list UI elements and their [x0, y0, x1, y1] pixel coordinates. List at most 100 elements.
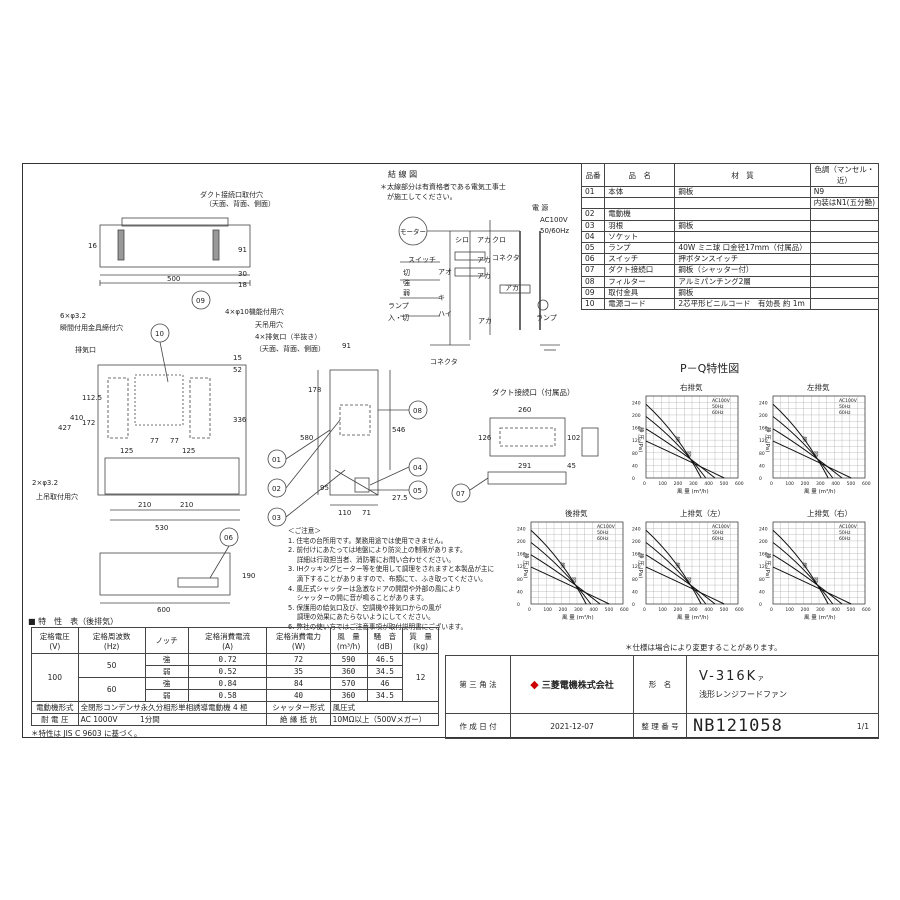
- spec-withstand-label: 耐 電 圧: [31, 713, 79, 726]
- pq-x-tick: 0: [643, 607, 646, 613]
- pq-x-tick: 400: [704, 481, 713, 487]
- spec-air: 570: [329, 677, 368, 690]
- spec-motor-label: 電動機形式: [31, 701, 79, 714]
- spec-shutter-value: 風圧式: [329, 701, 440, 714]
- pq-ylabel: 静 圧 (Pa): [764, 427, 772, 452]
- front-annot-1: 6×φ3.2: [60, 312, 86, 320]
- pq-legend: AC100V: [712, 398, 731, 404]
- dim-top-h1: 16: [88, 242, 97, 250]
- wire-6: クロ: [492, 236, 506, 244]
- parts-cell-material: 押ボタンスイッチ: [674, 253, 811, 266]
- lamp-onoff-label: 入・切: [388, 314, 409, 322]
- front-annot-5: 天吊用穴: [255, 320, 283, 329]
- pq-y-tick: 160: [632, 552, 641, 558]
- spec-table: 定格電圧 (V) 定格周波数 (Hz) ノッチ 定格消費電流 (A) 定格消費電…: [31, 627, 440, 726]
- pq-legend: 60Hz: [839, 410, 851, 416]
- switch-off-label: 切: [403, 269, 410, 277]
- wiring-note-2: が施工してください。: [380, 192, 457, 201]
- dim-top-width: 500: [167, 275, 180, 283]
- pq-curve: [645, 566, 725, 605]
- spec-noise: 34.5: [366, 689, 404, 702]
- pq-y-tick: 120: [632, 564, 641, 570]
- company-logo-icon: ◆: [530, 678, 539, 691]
- spec-mass: 12: [402, 653, 439, 702]
- spec-notch: 弱: [144, 665, 189, 678]
- pq-chart-title: 右排気: [680, 382, 703, 392]
- parts-cell-no: 10: [580, 297, 606, 311]
- spec-row: 弱 0.52 35 360 34.5: [32, 665, 439, 678]
- pq-xlabel: 風 量 (m³/h): [804, 488, 836, 495]
- parts-cell-no: 07: [580, 264, 606, 277]
- pq-curve: [645, 403, 702, 479]
- note-line: 5. 保護用の給気口及び、空調機や排気口からの風が: [288, 603, 442, 612]
- pq-x-tick: 600: [620, 607, 629, 613]
- pq-x-tick: 500: [847, 481, 856, 487]
- pq-x-tick: 300: [689, 607, 698, 613]
- pq-y-tick: 0: [759, 602, 762, 608]
- parts-cell-material: 鋼板（シャッター付）: [674, 264, 811, 277]
- pq-legend: 50Hz: [712, 530, 724, 536]
- wire-9: アカ: [477, 272, 491, 280]
- spec-air: 360: [329, 665, 368, 678]
- pq-x-tick: 300: [816, 481, 825, 487]
- notes-title: ＜ご注意＞: [288, 527, 321, 535]
- pq-y-tick: 80: [632, 451, 638, 457]
- dim-front-2: 410: [70, 414, 83, 422]
- parts-cell-color: [809, 208, 880, 221]
- parts-cell-material: 鋼板: [674, 286, 811, 299]
- spec-motor-row: 電動機形式 全閉形コンデンサ永久分相形単相誘導電動機 4 極 シャッター形式 風…: [31, 701, 440, 714]
- parts-cell-color: [809, 286, 880, 299]
- pq-y-tick: 240: [632, 400, 641, 406]
- top-annot-2: （天面、背面、側面）: [205, 199, 275, 208]
- wire-1: シロ: [455, 236, 469, 244]
- pq-y-tick: 240: [517, 526, 526, 532]
- spec-withstand-value: AC 1000V 1分間: [77, 713, 268, 726]
- spec-h-watt: 定格消費電力 (W): [266, 627, 331, 654]
- duct-top-view: [489, 417, 566, 457]
- pq-y-tick: 160: [632, 426, 641, 432]
- parts-cell-name: 取付金具: [604, 286, 676, 299]
- pq-x-tick: 100: [543, 607, 552, 613]
- date-label: 作 成 日 付: [445, 713, 511, 739]
- spec-voltage: 100: [31, 653, 79, 702]
- parts-cell-name: 電動機: [604, 208, 676, 221]
- pq-y-tick: 120: [632, 438, 641, 444]
- pq-y-tick: 240: [759, 526, 768, 532]
- notes: ＜ご注意＞ 1. 住宅の台所用です。業務用途では使用できません。2. 前付けにあ…: [288, 527, 494, 633]
- dim-top-h4: 18: [238, 281, 247, 289]
- pq-x-tick: 500: [605, 607, 614, 613]
- company-cell: ◆ 三菱電機株式会社: [510, 655, 634, 714]
- pq-frame: [645, 395, 739, 479]
- pq-x-tick: 200: [801, 607, 810, 613]
- parts-cell-color: N9: [809, 185, 880, 199]
- front-annot-6: 4×排気口（半抜き）: [255, 332, 321, 341]
- spec-watt: 84: [266, 677, 331, 690]
- front-annot-4: 4×φ10機能付用穴: [225, 307, 284, 316]
- note-line: 1. 住宅の台所用です。業務用途では使用できません。: [288, 536, 448, 545]
- pq-curve-label: 強: [802, 436, 807, 443]
- pq-frame: [530, 521, 624, 605]
- dim-front-11: 52: [233, 366, 242, 374]
- pq-x-tick: 400: [589, 607, 598, 613]
- wire-8: コネクタ: [492, 253, 520, 262]
- spec-amp: 0.72: [187, 653, 268, 666]
- title-block-row-2: 作 成 日 付 2021-12-07 整 理 番 号 NB121058 1/1: [445, 713, 879, 739]
- dim-front-8: 125: [182, 447, 195, 455]
- pq-ylabel: 静 圧 (Pa): [637, 427, 645, 452]
- parts-cell-color: [809, 219, 880, 232]
- dim-front-12: 210: [138, 501, 151, 509]
- pq-curve-label: 強: [802, 562, 807, 569]
- spec-air: 590: [329, 653, 368, 666]
- pq-legend: AC100V: [712, 524, 731, 530]
- pq-title: P－Q特性図: [680, 362, 740, 375]
- dim-side-2: 178: [308, 386, 321, 394]
- power-label-3: 50/60Hz: [540, 227, 569, 235]
- pq-chart-title: 上排気（左）: [680, 508, 725, 518]
- parts-cell-name: スイッチ: [604, 253, 676, 266]
- drawing-no: NB121058: [693, 716, 783, 736]
- date-value: 2021-12-07: [510, 713, 634, 739]
- pq-y-tick: 80: [517, 577, 523, 583]
